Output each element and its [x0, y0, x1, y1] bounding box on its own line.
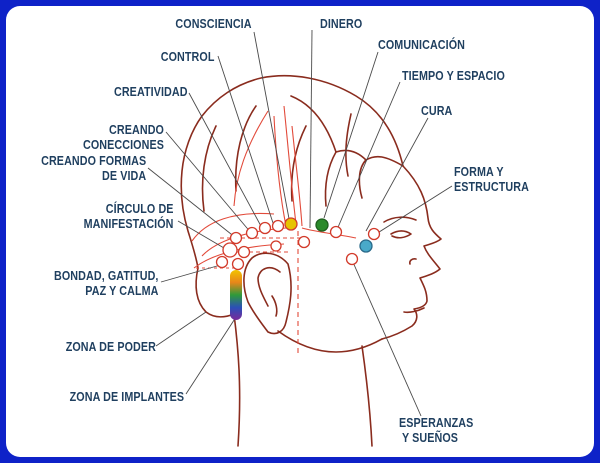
eyebrow	[383, 216, 417, 223]
pointer-consciencia	[253, 31, 291, 225]
point-left-b[interactable]	[270, 240, 282, 252]
pointer-bondad	[160, 263, 225, 283]
point-circulo-b[interactable]	[237, 245, 251, 259]
pointer-poder	[155, 311, 207, 347]
pointer-control	[217, 55, 275, 227]
ear-inner	[271, 295, 278, 317]
hair-strand	[324, 151, 337, 207]
face-profile	[381, 165, 442, 340]
neck-front	[361, 345, 373, 447]
point-conecciones[interactable]	[245, 226, 259, 240]
head-outline	[180, 74, 442, 447]
point-circulo-c[interactable]	[215, 255, 229, 269]
hair-strand	[234, 105, 257, 192]
hair-strand	[290, 125, 307, 202]
hair-strand	[335, 149, 367, 161]
pointer-conecciones	[165, 131, 253, 235]
energy-line	[273, 115, 287, 227]
nostril	[409, 258, 417, 265]
energy-line	[191, 212, 275, 242]
energy-line	[291, 125, 303, 227]
pointer-dinero	[309, 29, 313, 229]
pointer-forma	[375, 185, 453, 235]
energy-line	[283, 105, 297, 225]
label-zona-implantes: ZONA DE IMPLANTES	[69, 390, 184, 404]
energy-line	[233, 110, 269, 207]
pointer-lines	[147, 29, 453, 417]
pointer-creatividad	[188, 92, 263, 229]
hair-back	[195, 267, 235, 318]
label-dinero: DINERO	[320, 17, 363, 31]
point-bondad[interactable]	[231, 257, 245, 271]
label-bondad: BONDAD, GATITUD, PAZ Y CALMA	[53, 269, 158, 298]
label-forma-estructura: FORMA Y ESTRUCTURA	[454, 165, 529, 194]
point-dinero[interactable]	[315, 218, 329, 232]
pointer-implantes	[185, 313, 239, 395]
point-esperanzas[interactable]	[359, 239, 373, 253]
point-forma-estructura[interactable]	[345, 252, 359, 266]
eye	[390, 230, 412, 239]
zona-poder-rainbow	[230, 270, 242, 320]
pointer-circulo	[177, 220, 225, 249]
pointer-comunicacion	[323, 51, 379, 219]
label-creando-conecciones: CREANDO CONECCIONES	[83, 123, 164, 152]
label-comunicacion: COMUNICACIÓN	[378, 38, 466, 52]
ear-inner	[257, 266, 281, 307]
pointer-tiempo	[335, 81, 401, 233]
point-consciencia[interactable]	[284, 217, 298, 231]
pointer-esperanzas	[351, 259, 422, 417]
label-zona-poder: ZONA DE PODER	[65, 340, 156, 354]
point-creatividad[interactable]	[258, 221, 272, 235]
diagram-frame: CONSCIENCIA CONTROL CREATIVIDAD CREANDO …	[6, 6, 594, 457]
energy-points	[215, 217, 381, 271]
point-circulo-a[interactable]	[222, 242, 238, 258]
label-cura: CURA	[421, 104, 453, 118]
point-control[interactable]	[271, 219, 285, 233]
label-tiempo-espacio: TIEMPO Y ESPACIO	[402, 69, 505, 83]
hair-strand	[345, 113, 352, 177]
label-control: CONTROL	[160, 50, 214, 64]
pointer-formas	[147, 167, 237, 239]
ear	[243, 252, 292, 335]
hair-strand	[201, 125, 217, 212]
label-esperanzas-suenos: ESPERANZAS Y SUEÑOS	[399, 416, 474, 445]
label-circulo-manifestacion: CÍRCULO DE MANIFESTACIÓN	[84, 202, 174, 231]
label-consciencia: CONSCIENCIA	[175, 17, 252, 31]
hair-strand	[290, 95, 337, 153]
jaw-line	[277, 330, 383, 353]
pointer-cura	[365, 117, 429, 232]
energy-line	[301, 227, 357, 239]
label-creando-formas: CREANDO FORMAS DE VIDA	[40, 154, 146, 183]
point-left-a[interactable]	[297, 235, 311, 249]
head-diagram	[147, 29, 453, 447]
hair-outline	[180, 74, 404, 269]
point-cura[interactable]	[367, 227, 381, 241]
neck-back	[233, 313, 241, 447]
mouth-line	[403, 307, 425, 314]
label-creatividad: CREATIVIDAD	[114, 85, 188, 99]
point-creando-formas[interactable]	[229, 231, 243, 245]
point-tiempo[interactable]	[329, 225, 343, 239]
